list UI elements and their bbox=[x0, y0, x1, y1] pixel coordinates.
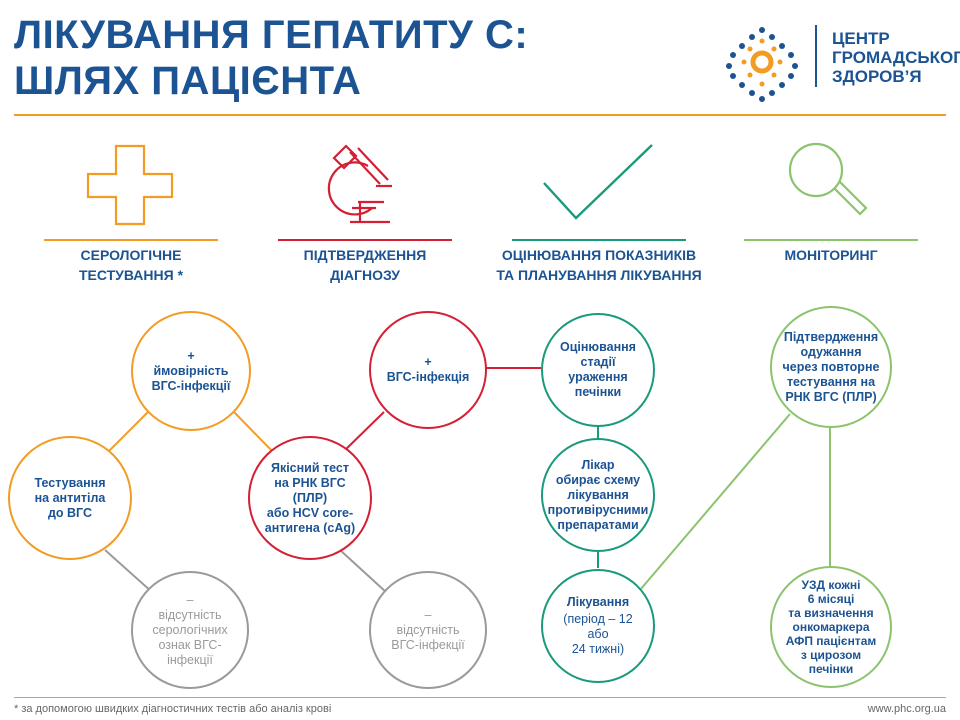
page-title: ЛІКУВАННЯ ГЕПАТИТУ С: ШЛЯХ ПАЦІЄНТА bbox=[14, 12, 528, 104]
title-line-1: ЛІКУВАННЯ ГЕПАТИТУ С: bbox=[14, 13, 529, 57]
stage-rule-serology bbox=[44, 239, 218, 241]
stage-label-assess-line-2: ТА ПЛАНУВАННЯ ЛІКУВАННЯ bbox=[496, 267, 702, 283]
node-cure-confirm: Підтвердження одужання через повторне те… bbox=[770, 306, 892, 428]
node-treatment-text: Лікування bbox=[566, 595, 630, 609]
cross-icon bbox=[86, 144, 174, 226]
node-treatment: Лікування (період – 12 або 24 тижні) bbox=[541, 569, 655, 683]
connector-qualitative-noinfection bbox=[339, 549, 387, 593]
stage-label-confirm: ПІДТВЕРДЖЕННЯ ДІАГНОЗУ bbox=[250, 245, 480, 285]
node-antibody-test-text: Тестування на антитіла до ВГС bbox=[34, 475, 106, 520]
node-no-serology: – відсутність серологічних ознак ВГС- ін… bbox=[131, 571, 249, 689]
node-no-serology-text: – відсутність серологічних ознак ВГС- ін… bbox=[152, 592, 228, 667]
org-logo-icon bbox=[726, 27, 798, 102]
node-no-infection-text: – відсутність ВГС-інфекції bbox=[391, 607, 465, 652]
stage-label-serology-line-2: ТЕСТУВАННЯ * bbox=[78, 267, 184, 283]
node-ultrasound-text: УЗД кожні 6 місяці та визначення онкомар… bbox=[785, 578, 877, 676]
stage-label-monitor: МОНІТОРИНГ bbox=[716, 245, 946, 265]
node-doctor-regimen-text: Лікар обирає схему лікування противірусн… bbox=[547, 457, 649, 532]
org-name-line-3: ЗДОРОВ’Я bbox=[832, 67, 922, 86]
org-name-line-1: ЦЕНТР bbox=[832, 29, 890, 48]
footer-divider bbox=[14, 697, 946, 698]
stage-label-assess: ОЦІНЮВАННЯ ПОКАЗНИКІВ ТА ПЛАНУВАННЯ ЛІКУ… bbox=[484, 245, 714, 285]
node-liver-stage-text: Оцінювання стадії ураження печінки bbox=[560, 340, 636, 399]
node-ultrasound: УЗД кожні 6 місяці та визначення онкомар… bbox=[770, 566, 892, 688]
footnote: * за допомогою швидких діагностичних тес… bbox=[14, 703, 332, 715]
node-qualitative-test: Якісний тест на РНК ВГС (ПЛР) або HCV co… bbox=[248, 436, 372, 560]
stage-label-assess-line-1: ОЦІНЮВАННЯ ПОКАЗНИКІВ bbox=[501, 247, 697, 263]
connector-probability-qualitative bbox=[231, 409, 277, 456]
node-treatment-period: (період – 12 або 24 тижні) bbox=[563, 612, 633, 656]
stage-label-monitor-line-1: МОНІТОРИНГ bbox=[784, 247, 878, 263]
connector-antibody-noserology bbox=[104, 549, 153, 593]
microscope-icon bbox=[327, 144, 392, 224]
org-name: ЦЕНТР ГРОМАДСЬКОГО ЗДОРОВ’Я bbox=[832, 29, 960, 86]
stage-label-confirm-line-1: ПІДТВЕРДЖЕННЯ bbox=[303, 247, 427, 263]
stage-rule-assess bbox=[512, 239, 686, 241]
header-divider bbox=[14, 114, 946, 116]
node-probability-text: + ймовірність ВГС-інфекції bbox=[151, 348, 231, 393]
stage-rule-confirm bbox=[278, 239, 452, 241]
node-liver-stage: Оцінювання стадії ураження печінки bbox=[541, 313, 655, 427]
node-antibody-test: Тестування на антитіла до ВГС bbox=[8, 436, 132, 560]
site-url[interactable]: www.phc.org.ua bbox=[867, 703, 946, 715]
node-probability: + ймовірність ВГС-інфекції bbox=[131, 311, 251, 431]
node-hcv-infection-text: + ВГС-інфекція bbox=[386, 355, 470, 384]
node-qualitative-test-text: Якісний тест на РНК ВГС (ПЛР) або HCV co… bbox=[264, 460, 356, 535]
node-no-infection: – відсутність ВГС-інфекції bbox=[369, 571, 487, 689]
node-doctor-regimen: Лікар обирає схему лікування противірусн… bbox=[541, 438, 655, 552]
connector-probability-antibody bbox=[104, 409, 151, 456]
logo-divider bbox=[815, 25, 817, 87]
stage-label-serology: СЕРОЛОГІЧНЕ ТЕСТУВАННЯ * bbox=[16, 245, 246, 285]
org-name-line-2: ГРОМАДСЬКОГО bbox=[832, 48, 960, 67]
checkmark-icon bbox=[543, 144, 653, 220]
stage-label-serology-line-1: СЕРОЛОГІЧНЕ bbox=[80, 247, 182, 263]
stage-rule-monitor bbox=[744, 239, 918, 241]
node-hcv-infection: + ВГС-інфекція bbox=[369, 311, 487, 429]
magnifier-icon bbox=[788, 142, 868, 216]
stage-label-confirm-line-2: ДІАГНОЗУ bbox=[330, 267, 400, 283]
node-cure-confirm-text: Підтвердження одужання через повторне те… bbox=[782, 329, 880, 404]
connector-treatment-cure bbox=[639, 413, 791, 591]
title-line-2: ШЛЯХ ПАЦІЄНТА bbox=[14, 59, 362, 103]
